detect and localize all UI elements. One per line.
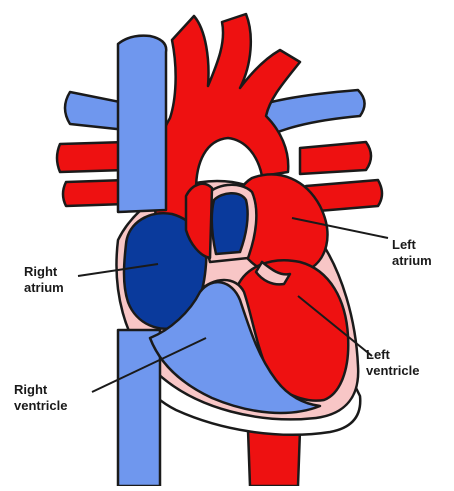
label-right-ventricle-line1: Right (14, 382, 67, 398)
label-right-ventricle-line2: ventricle (14, 398, 67, 414)
label-right-atrium: Right atrium (24, 264, 64, 296)
superior-vena-cava (118, 36, 166, 212)
label-left-atrium: Left atrium (392, 237, 432, 269)
pulmonary-vein-upper-left (57, 142, 126, 172)
inferior-vena-cava (118, 330, 160, 486)
label-left-ventricle: Left ventricle (366, 347, 419, 379)
label-left-atrium-line1: Left (392, 237, 432, 253)
label-left-atrium-line2: atrium (392, 253, 432, 269)
label-right-ventricle: Right ventricle (14, 382, 67, 414)
pulmonary-vein-upper-right (300, 142, 371, 174)
label-left-ventricle-line2: ventricle (366, 363, 419, 379)
pulmonary-vein-lower-left (63, 180, 126, 206)
label-right-atrium-line2: atrium (24, 280, 64, 296)
descending-aorta (248, 430, 300, 486)
label-left-ventricle-line1: Left (366, 347, 419, 363)
pulmonary-trunk-lumen (212, 193, 248, 254)
label-right-atrium-line1: Right (24, 264, 64, 280)
